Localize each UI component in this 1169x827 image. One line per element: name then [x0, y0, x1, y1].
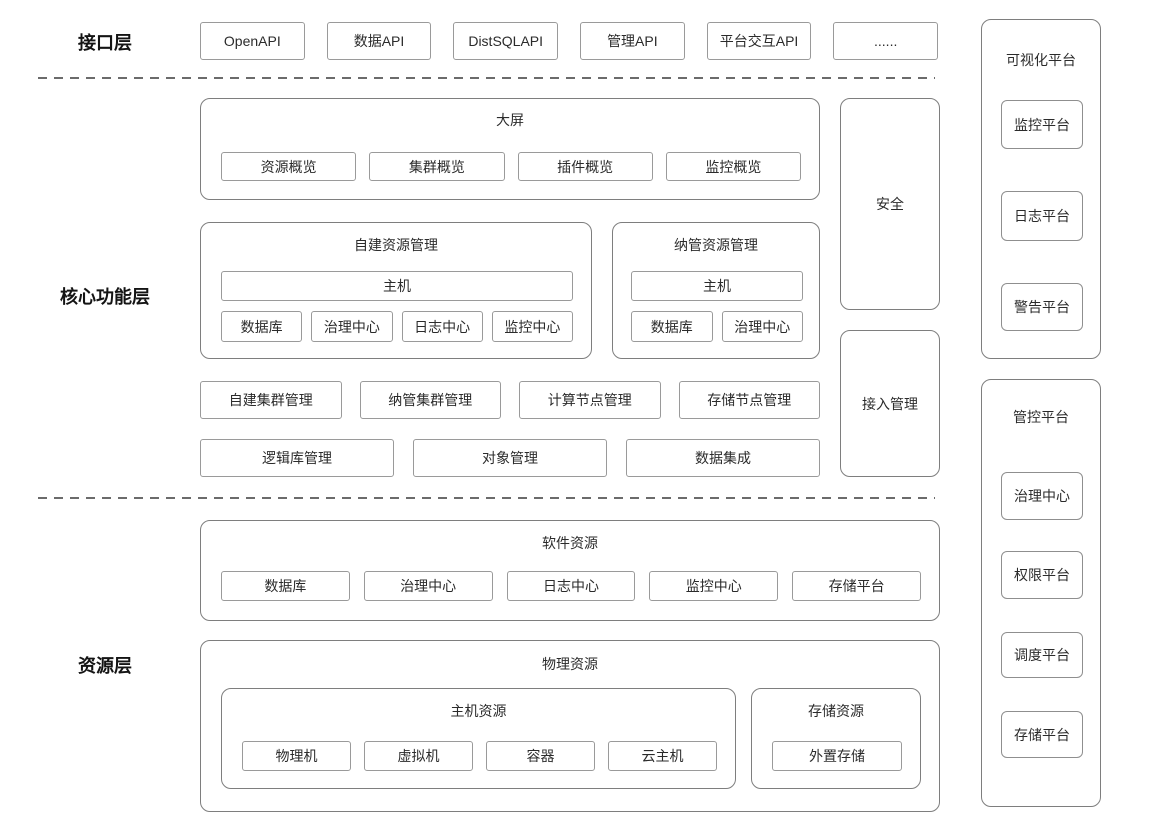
admin-api-box: 管理API: [580, 22, 685, 60]
control-platform-title: 管控平台: [1013, 409, 1069, 425]
self-built-cluster-mgmt-box: 自建集群管理: [200, 381, 342, 419]
visualization-platform-panel: 可视化平台 监控平台 日志平台 警告平台: [981, 19, 1101, 359]
alert-platform-box: 警告平台: [1001, 283, 1083, 331]
monitor-platform-box: 监控平台: [1001, 100, 1083, 149]
governance-center-box: 治理中心: [1001, 472, 1083, 520]
host-resource-title: 主机资源: [450, 703, 507, 719]
security-panel-label: 安全: [876, 196, 904, 212]
managed-cluster-mgmt-box: 纳管集群管理: [359, 381, 501, 419]
governance-center-box: 治理中心: [363, 571, 493, 601]
monitor-center-box: 监控中心: [649, 571, 779, 601]
storage-node-mgmt-box: 存储节点管理: [678, 381, 820, 419]
visualization-platform-title: 可视化平台: [1006, 52, 1076, 68]
resource-overview-box: 资源概览: [221, 152, 357, 181]
dashboard-panel-title: 大屏: [496, 112, 524, 128]
database-box: 数据库: [221, 311, 303, 342]
resource-layer-label: 资源层: [78, 656, 132, 676]
log-platform-box: 日志平台: [1001, 191, 1083, 241]
access-mgmt-panel-label: 接入管理: [862, 395, 918, 412]
physical-resource-title: 物理资源: [542, 656, 598, 672]
self-built-resource-mgmt-panel: 自建资源管理 主机 数据库 治理中心 日志中心 监控中心: [200, 222, 592, 359]
permission-platform-box: 权限平台: [1001, 551, 1083, 599]
object-mgmt-row: 逻辑库管理 对象管理 数据集成: [200, 439, 820, 477]
logical-db-mgmt-box: 逻辑库管理: [200, 439, 394, 477]
self-built-host-box: 主机: [221, 271, 573, 301]
monitor-overview-box: 监控概览: [665, 152, 801, 181]
more-apis-box: ......: [833, 22, 939, 60]
governance-center-box: 治理中心: [311, 311, 393, 342]
host-resource-items-row: 物理机 虚拟机 容器 云主机: [242, 741, 717, 771]
software-items-row: 数据库 治理中心 日志中心 监控中心 存储平台: [221, 571, 921, 601]
data-api-box: 数据API: [326, 22, 432, 60]
layer-divider-bottom: [38, 497, 935, 499]
data-integration-box: 数据集成: [626, 439, 820, 477]
security-panel: 安全: [840, 98, 940, 310]
log-center-box: 日志中心: [401, 311, 483, 342]
monitor-center-box: 监控中心: [491, 311, 573, 342]
physical-machine-box: 物理机: [242, 741, 351, 771]
software-resource-title: 软件资源: [542, 535, 598, 551]
software-resource-panel: 软件资源 数据库 治理中心 日志中心 监控中心 存储平台: [200, 520, 940, 621]
storage-resource-panel: 存储资源 外置存储: [751, 688, 921, 789]
external-storage-box: 外置存储: [772, 741, 902, 771]
core-function-layer-label: 核心功能层: [60, 287, 150, 307]
virtual-machine-box: 虚拟机: [364, 741, 473, 771]
managed-resource-mgmt-panel: 纳管资源管理 主机 数据库 治理中心: [612, 222, 820, 359]
container-box: 容器: [486, 741, 595, 771]
managed-host-box: 主机: [631, 271, 803, 301]
log-center-box: 日志中心: [506, 571, 636, 601]
cluster-overview-box: 集群概览: [369, 152, 505, 181]
dashboard-items-row: 资源概览 集群概览 插件概览 监控概览: [221, 152, 801, 181]
self-built-resource-mgmt-title: 自建资源管理: [354, 237, 438, 253]
physical-resource-panel: 物理资源 主机资源 物理机 虚拟机 容器 云主机 存储资源 外置存储: [200, 640, 940, 812]
self-built-items-row: 数据库 治理中心 日志中心 监控中心: [221, 311, 573, 342]
scheduling-platform-box: 调度平台: [1001, 632, 1083, 678]
managed-resource-mgmt-title: 纳管资源管理: [674, 237, 758, 253]
managed-items-row: 数据库 治理中心: [631, 311, 803, 342]
openapi-box: OpenAPI: [200, 22, 305, 60]
plugin-overview-box: 插件概览: [517, 152, 653, 181]
database-box: 数据库: [631, 311, 713, 342]
cluster-mgmt-row: 自建集群管理 纳管集群管理 计算节点管理 存储节点管理: [200, 381, 820, 419]
storage-resource-title: 存储资源: [808, 703, 864, 719]
compute-node-mgmt-box: 计算节点管理: [519, 381, 661, 419]
storage-platform-box: 存储平台: [1001, 711, 1083, 758]
distsql-api-box: DistSQLAPI: [453, 22, 559, 60]
governance-center-box: 治理中心: [721, 311, 803, 342]
dashboard-panel: 大屏 资源概览 集群概览 插件概览 监控概览: [200, 98, 820, 200]
layer-divider-top: [38, 77, 935, 79]
platform-interaction-api-box: 平台交互API: [706, 22, 812, 60]
cloud-host-box: 云主机: [608, 741, 717, 771]
interface-layer-label: 接口层: [78, 33, 132, 53]
api-row: OpenAPI 数据API DistSQLAPI 管理API 平台交互API .…: [200, 22, 939, 60]
access-mgmt-panel: 接入管理: [840, 330, 940, 477]
control-platform-panel: 管控平台 治理中心 权限平台 调度平台 存储平台: [981, 379, 1101, 807]
database-box: 数据库: [221, 571, 350, 601]
host-resource-panel: 主机资源 物理机 虚拟机 容器 云主机: [221, 688, 736, 789]
object-mgmt-box: 对象管理: [413, 439, 607, 477]
storage-platform-box: 存储平台: [792, 571, 921, 601]
